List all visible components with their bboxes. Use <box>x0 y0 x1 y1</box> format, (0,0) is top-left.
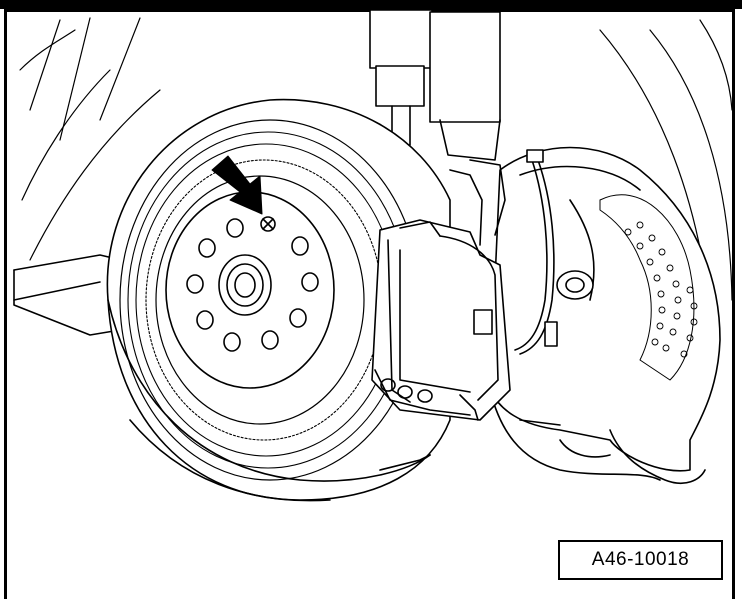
disc-retaining-screw <box>260 216 276 232</box>
callout-arrow-icon <box>211 155 263 215</box>
figure-reference-label: A46-10018 <box>558 540 723 580</box>
brake-caliper <box>371 159 511 421</box>
wheel-hub <box>165 191 335 389</box>
top-border-bar <box>0 0 742 9</box>
textured-boot <box>599 194 698 381</box>
control-arm <box>13 254 131 336</box>
wheel-bolt-holes <box>186 218 319 352</box>
wheel-arch-lines <box>19 17 733 331</box>
shock-absorber <box>369 9 501 161</box>
brake-line <box>514 149 558 355</box>
